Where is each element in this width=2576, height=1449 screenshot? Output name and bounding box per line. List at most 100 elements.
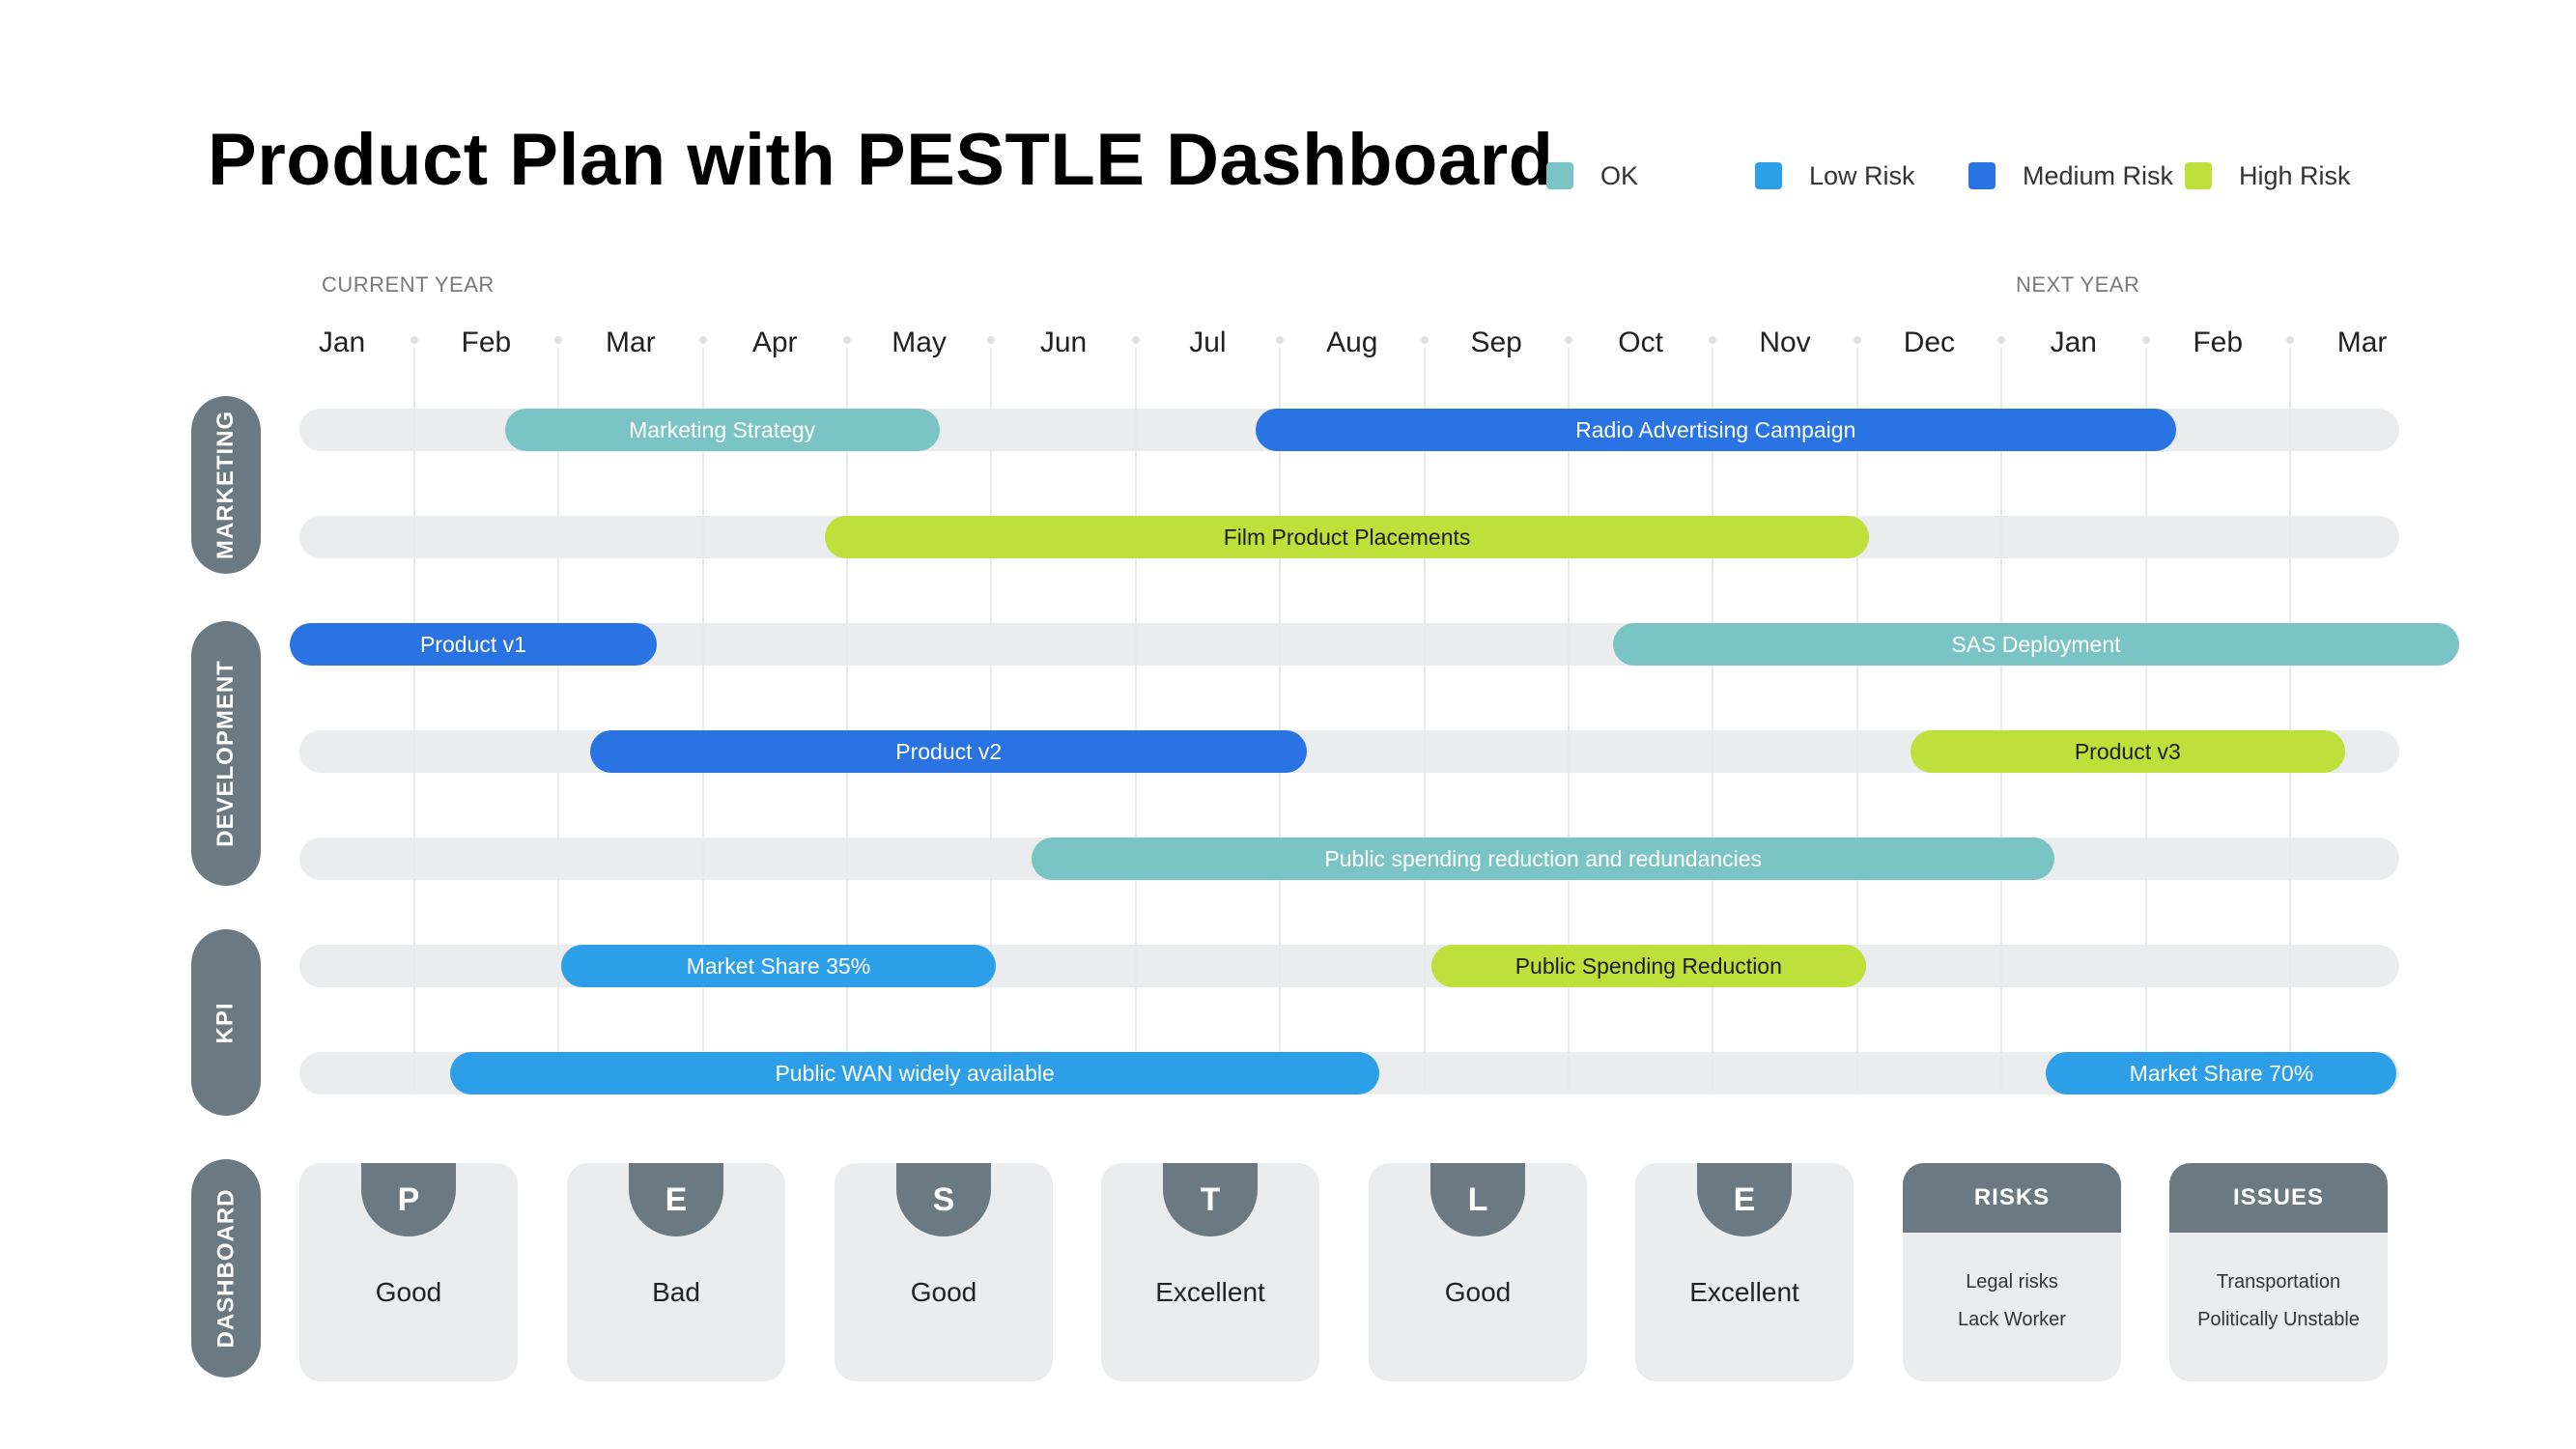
task-bar: Radio Advertising Campaign (1255, 409, 2176, 451)
legend-label-medium-risk: Medium Risk (2023, 161, 2174, 190)
category-label: DEVELOPMENT (212, 660, 239, 847)
category-development: DEVELOPMENT (191, 621, 261, 886)
category-label: MARKETING (212, 410, 240, 560)
month-label: Nov (1759, 327, 1811, 358)
tick-dot (410, 336, 418, 344)
gridline (1279, 348, 1282, 1092)
gridline (1855, 348, 1858, 1092)
pestle-card-legal: L Good (1369, 1163, 1587, 1381)
gridline (2000, 348, 2003, 1092)
category-label: DASHBOARD (212, 1188, 239, 1349)
month-label: Dec (1903, 327, 1956, 358)
pestle-letter: T (1163, 1163, 1258, 1236)
pestle-letter: E (1697, 1163, 1792, 1236)
month-label: Mar (605, 327, 656, 358)
task-bar: Product v1 (290, 623, 657, 666)
category-kpi: KPI (191, 929, 261, 1116)
pestle-value: Good (1444, 1277, 1512, 1307)
category-dashboard: DASHBOARD (191, 1159, 261, 1378)
legend-swatch-low-risk (1755, 162, 1782, 189)
month-label: Feb (2193, 327, 2244, 358)
gridline (1423, 348, 1426, 1092)
pestle-card-social: S Good (835, 1163, 1053, 1381)
pestle-card-economic: E Bad (567, 1163, 785, 1381)
pestle-card-political: P Good (299, 1163, 518, 1381)
gridline (412, 348, 415, 1092)
tick-dot (1420, 336, 1429, 344)
gridline (1567, 348, 1570, 1092)
pestle-value: Good (910, 1277, 977, 1307)
month-label: Jul (1189, 327, 1227, 358)
month-label: Sep (1470, 327, 1522, 358)
issues-card: ISSUES Transportation Politically Unstab… (2169, 1163, 2388, 1381)
month-label: Jan (318, 327, 366, 358)
issues-title: ISSUES (2169, 1163, 2388, 1233)
legend-label-high-risk: High Risk (2239, 161, 2351, 190)
tick-dot (1997, 336, 2006, 344)
legend-swatch-medium-risk (1968, 162, 1996, 189)
month-label: Mar (2336, 327, 2388, 358)
task-bar: Product v3 (1910, 730, 2345, 773)
pestle-value: Excellent (1689, 1277, 1799, 1307)
pestle-letter: S (896, 1163, 991, 1236)
pestle-value: Excellent (1155, 1277, 1265, 1307)
risks-card: RISKS Legal risks Lack Worker (1903, 1163, 2121, 1381)
gridline (2144, 348, 2147, 1092)
task-bar: Public spending reduction and redundanci… (1032, 838, 2055, 880)
month-label: Feb (461, 327, 512, 358)
pestle-letter: P (361, 1163, 456, 1236)
page-title: Product Plan with PESTLE Dashboard (208, 119, 1554, 201)
gridline (1712, 348, 1714, 1092)
tick-dot (2141, 336, 2150, 344)
tick-dot (554, 336, 563, 344)
risks-title: RISKS (1903, 1163, 2121, 1233)
category-label: KPI (212, 1001, 239, 1044)
task-bar: Marketing Strategy (504, 409, 940, 451)
task-bar: Market Share 70% (2046, 1052, 2397, 1094)
issue-item: Politically Unstable (2197, 1309, 2360, 1330)
pestle-card-technological: T Excellent (1101, 1163, 1319, 1381)
tick-dot (2285, 336, 2294, 344)
month-label: Oct (1618, 327, 1663, 358)
gridline (1134, 348, 1137, 1092)
tick-dot (698, 336, 707, 344)
task-bar: Public WAN widely available (450, 1052, 1380, 1094)
pestle-card-environmental: E Excellent (1635, 1163, 1854, 1381)
risk-item: Legal risks (1966, 1271, 2058, 1293)
legend-swatch-high-risk (2185, 162, 2212, 189)
month-label: Jun (1039, 327, 1088, 358)
tick-dot (987, 336, 996, 344)
tick-dot (1276, 336, 1285, 344)
legend-label-ok: OK (1600, 161, 1639, 190)
task-bar: Market Share 35% (561, 945, 996, 987)
gridline (990, 348, 993, 1092)
category-marketing: MARKETING (191, 396, 261, 574)
issue-item: Transportation (2216, 1271, 2341, 1293)
task-bar: Public Spending Reduction (1430, 945, 1866, 987)
gridline (2288, 348, 2291, 1092)
tick-dot (1709, 336, 1717, 344)
task-bar: Product v2 (589, 730, 1308, 773)
tick-dot (1564, 336, 1572, 344)
month-label: Jan (2050, 327, 2097, 358)
legend-label-low-risk: Low Risk (1809, 161, 1915, 190)
task-bar: Film Product Placements (825, 516, 1869, 558)
month-label: Apr (751, 327, 798, 358)
gridline (845, 348, 848, 1092)
task-bar: SAS Deployment (1613, 623, 2459, 666)
gridline (701, 348, 704, 1092)
tick-dot (1853, 336, 1861, 344)
pestle-letter: E (629, 1163, 723, 1236)
tick-dot (1131, 336, 1140, 344)
legend-swatch-ok (1546, 162, 1573, 189)
month-label: Aug (1326, 327, 1378, 358)
current-year-label: CURRENT YEAR (322, 272, 495, 297)
risk-item: Lack Worker (1958, 1309, 2066, 1330)
next-year-label: NEXT YEAR (2016, 272, 2140, 297)
pestle-letter: L (1430, 1163, 1525, 1236)
tick-dot (842, 336, 851, 344)
month-label: May (892, 327, 947, 358)
pestle-value: Good (375, 1277, 442, 1307)
pestle-value: Bad (652, 1277, 700, 1307)
